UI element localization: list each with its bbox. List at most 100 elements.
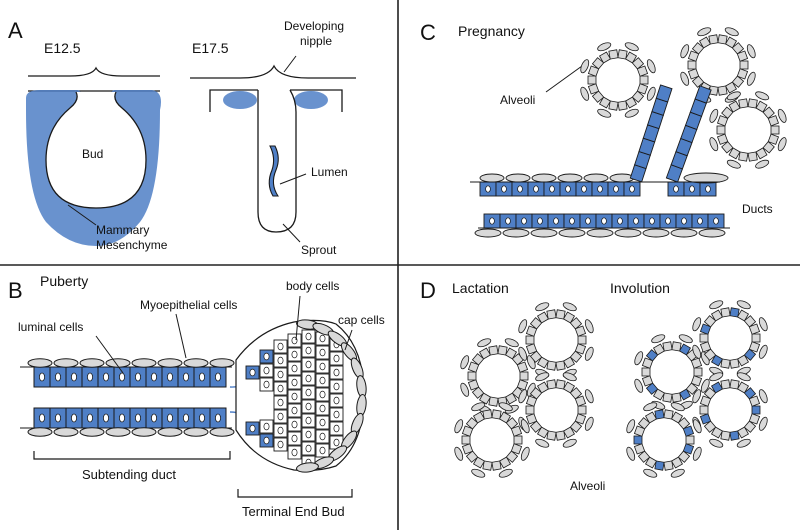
alveolar-cell <box>743 348 757 361</box>
alveolar-cell <box>748 341 761 353</box>
alveolar-cell <box>577 405 587 415</box>
cell-nucleus <box>305 360 312 369</box>
cell-nucleus <box>569 217 575 225</box>
myoepithelial-cell <box>670 402 685 412</box>
cell-nucleus <box>291 364 298 373</box>
myoepithelial-cell <box>584 389 594 404</box>
alveolar-cell <box>721 141 734 154</box>
e17-skin-surface <box>190 64 356 79</box>
alveolar-cell <box>636 83 649 95</box>
cell-nucleus <box>55 413 62 423</box>
alveolar-cell <box>536 426 550 439</box>
cell-nucleus <box>489 217 495 225</box>
terminal-end-bud-label: Terminal End Bud <box>242 504 345 519</box>
cap-cells-pointer <box>344 329 353 351</box>
alveolar-cell <box>529 350 543 363</box>
alveolar-cell <box>747 151 758 162</box>
alveolar-cell <box>720 307 731 318</box>
alveolar-cell <box>525 413 538 425</box>
cell-nucleus <box>305 430 312 439</box>
cell-nucleus <box>291 406 298 415</box>
panel-c: C Pregnancy Alveoli Ducts <box>420 20 787 238</box>
alveolar-cell <box>662 341 673 352</box>
myoepithelial-cell <box>777 137 787 152</box>
myoepithelial-cell <box>746 44 756 59</box>
alveolar-cell <box>519 371 529 381</box>
alveolar-cell <box>482 460 493 471</box>
myoepithelial-cell <box>105 358 131 368</box>
alveolar-cell <box>699 405 709 415</box>
myoepithelial-cell <box>692 419 702 434</box>
alveolar-cell <box>516 361 529 373</box>
alveolar-cell <box>505 450 519 463</box>
cell-nucleus <box>277 412 284 421</box>
alveolar-cell <box>729 379 740 390</box>
cell-nucleus <box>198 372 205 382</box>
alveolar-cell <box>724 36 738 49</box>
alveolar-cell <box>562 381 576 394</box>
myoepithelial-cell <box>777 108 787 123</box>
bud-label: Bud <box>82 147 103 161</box>
alveolar-cell <box>703 315 717 328</box>
cell-nucleus <box>713 217 719 225</box>
alveolar-cell <box>693 367 703 377</box>
lumen-pointer <box>279 173 307 185</box>
mammary-mesenchyme <box>26 90 161 246</box>
alveolar-cell <box>510 425 523 437</box>
myoepithelial-cell <box>535 302 550 312</box>
alveolar-cell <box>631 57 645 70</box>
cell-nucleus <box>119 413 126 423</box>
cell-nucleus <box>291 378 298 387</box>
alveolar-cell <box>641 367 651 377</box>
cell-nucleus <box>319 376 326 385</box>
alveolar-cell <box>671 341 682 352</box>
alveolar-cell <box>731 42 745 55</box>
cell-nucleus <box>485 185 491 193</box>
alveolar-cell <box>555 309 566 320</box>
myoepithelial-cell <box>580 59 590 74</box>
cell-nucleus <box>249 424 256 433</box>
myoepithelial-cell <box>624 42 639 52</box>
myoepithelial-cell <box>680 71 690 86</box>
stage-e17-label: E17.5 <box>192 40 229 56</box>
alveolar-cell <box>644 456 658 469</box>
alveolar-cell <box>461 443 474 455</box>
cell-nucleus <box>263 422 270 431</box>
myoepithelial-cell <box>755 91 770 101</box>
alveolar-cell <box>645 349 659 362</box>
myoepithelial-cell <box>580 86 590 101</box>
alveolar-cell <box>617 100 628 111</box>
alveolar-cell <box>729 307 740 318</box>
cell-nucleus <box>277 370 284 379</box>
myoepithelial-cell <box>562 302 577 312</box>
subtending-duct-label: Subtending duct <box>82 467 176 482</box>
cell-nucleus <box>333 382 340 391</box>
alveolar-cell <box>728 100 741 113</box>
myoepithelial-cell <box>520 446 530 461</box>
myoepithelial-cell <box>562 438 577 448</box>
lactation-title: Lactation <box>452 280 509 296</box>
alveolar-cell <box>569 317 583 330</box>
alveolar-cell <box>624 51 638 64</box>
cell-nucleus <box>689 185 695 193</box>
cell-nucleus <box>319 348 326 357</box>
alveolar-cell <box>645 382 659 395</box>
myoepithelial-cell <box>709 108 719 123</box>
alveolar-cell <box>498 411 512 424</box>
alveolar-cell <box>471 353 485 366</box>
alveolar-cell <box>720 430 731 441</box>
alveolar-cell <box>670 411 684 424</box>
panel-c-letter: C <box>420 20 436 45</box>
e17-basal-line-left <box>209 89 258 112</box>
alveolar-cell <box>525 395 538 407</box>
alveolar-cell <box>703 420 717 433</box>
alveoli-pointer-c <box>545 65 583 93</box>
cell-nucleus <box>319 334 326 343</box>
alveolar-cell <box>562 426 576 439</box>
cell-nucleus <box>333 396 340 405</box>
myoepithelial-cell <box>626 419 636 434</box>
alveolar-cell <box>641 375 654 387</box>
myoepithelial-cell <box>697 27 712 37</box>
myoepithelial-cell <box>454 419 464 434</box>
alveolar-cell <box>633 425 646 437</box>
